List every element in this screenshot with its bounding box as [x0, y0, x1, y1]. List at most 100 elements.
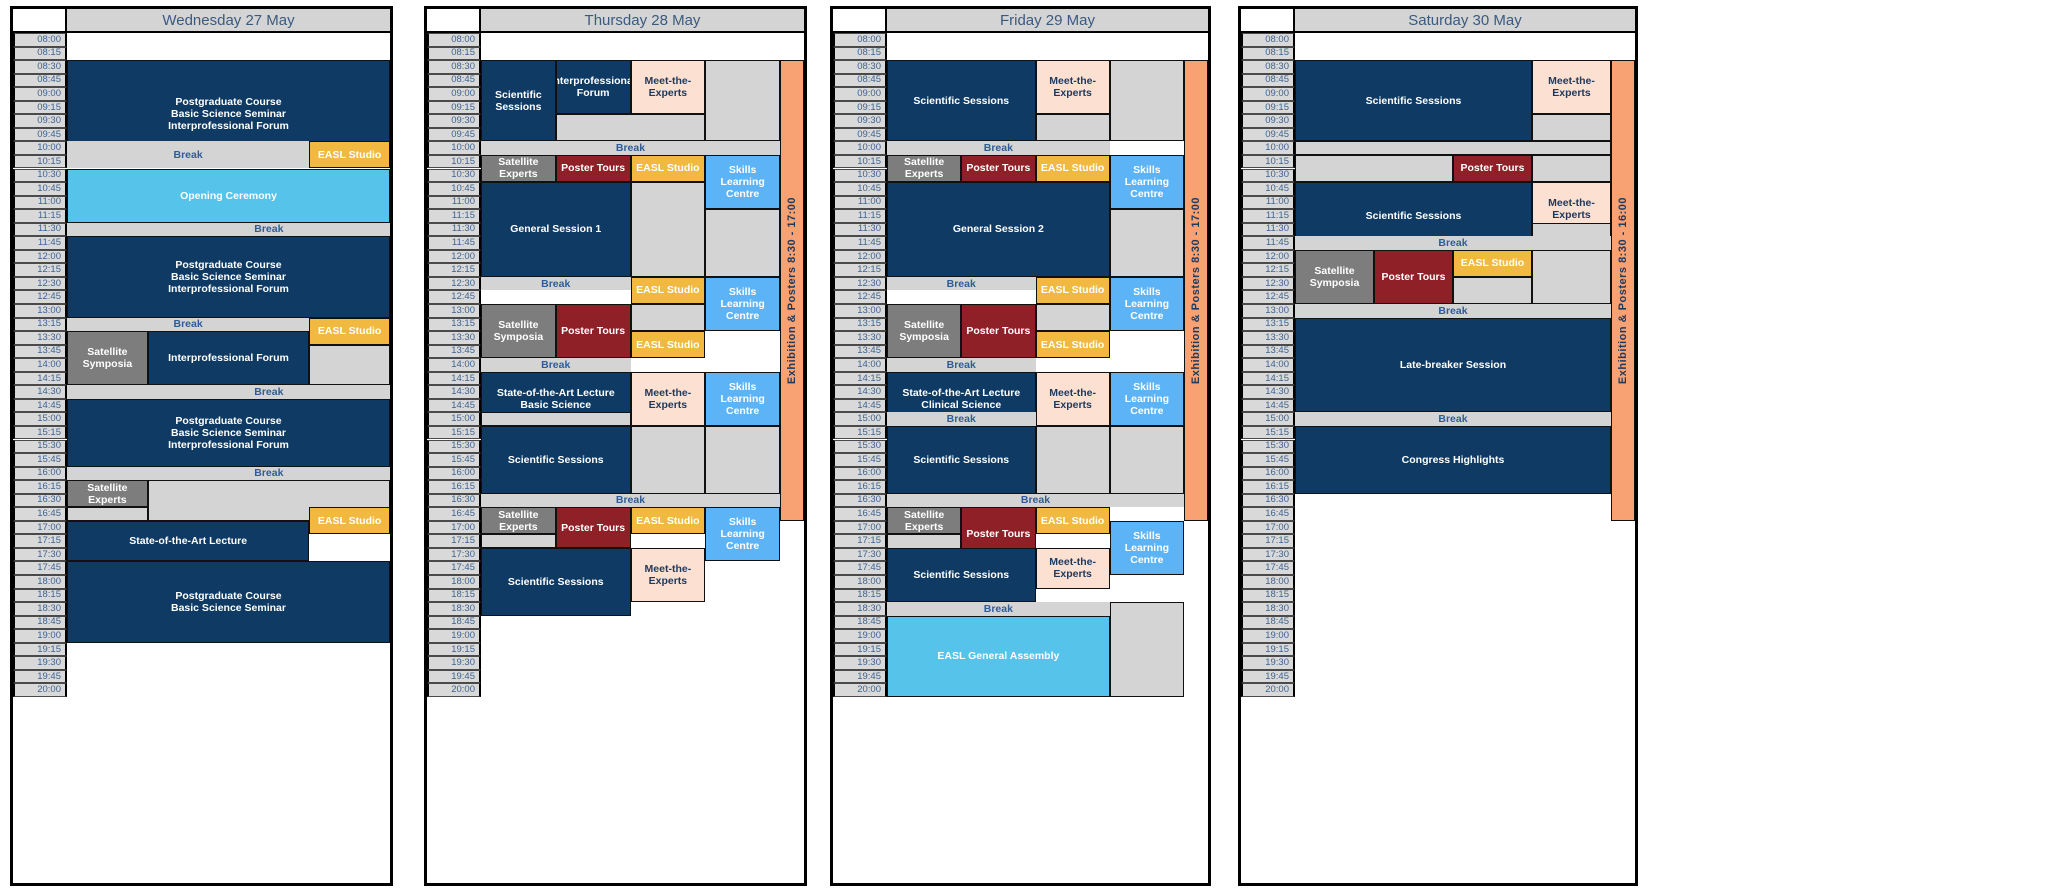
event-poster-tours[interactable]: Poster Tours: [1453, 154, 1532, 183]
event-scientific-sessions[interactable]: Scientific Sessions: [887, 60, 1036, 142]
exhibition-bar-friday[interactable]: Exhibition & Posters 8:30 - 17:00: [1184, 60, 1208, 521]
event-meet-the-experts[interactable]: Meet-the-Experts: [1035, 60, 1110, 115]
event-easl-studio[interactable]: EASL Studio: [1035, 331, 1110, 359]
event-break[interactable]: Break: [1295, 412, 1611, 426]
event-scientific-sessions[interactable]: Scientific Sessions: [887, 425, 1036, 494]
event-break[interactable]: Break: [481, 276, 631, 291]
event-meet-the-experts[interactable]: Meet-the-Experts: [630, 371, 706, 426]
time-label: 12:30: [13, 276, 67, 291]
event-easl-general-assembly[interactable]: EASL General Assembly: [887, 615, 1110, 697]
event-late-breaker-session[interactable]: Late-breaker Session: [1295, 317, 1611, 413]
event-break[interactable]: Break: [67, 222, 390, 237]
event-easl-studio[interactable]: EASL Studio: [630, 154, 706, 183]
time-label: 17:00: [1241, 520, 1295, 535]
event-easl-studio[interactable]: EASL Studio: [630, 276, 706, 304]
event-satellite-experts[interactable]: Satellite Experts: [887, 507, 962, 535]
event-skills-learning-centre[interactable]: Skills Learning Centre: [1109, 154, 1184, 210]
time-label: 09:15: [427, 100, 481, 115]
event-break[interactable]: Break: [481, 141, 780, 155]
event-easl-studio[interactable]: EASL Studio: [1035, 154, 1110, 183]
time-label: 17:45: [833, 561, 887, 575]
event-easl-studio[interactable]: EASL Studio: [1453, 249, 1532, 277]
event-satellite-symposia[interactable]: Satellite Symposia: [481, 304, 556, 359]
time-label: 13:15: [427, 317, 481, 332]
event-interprofessional-forum[interactable]: Interprofessional Forum: [147, 331, 310, 386]
event-break[interactable]: Break: [481, 493, 780, 508]
event-satellite-symposia[interactable]: Satellite Symposia: [887, 304, 962, 359]
exhibition-bar-saturday[interactable]: Exhibition & Posters 8:30 - 16:00: [1611, 60, 1635, 521]
event-break[interactable]: Break: [887, 276, 1036, 291]
event-meet-the-experts[interactable]: Meet-the-Experts: [1035, 371, 1110, 426]
time-label: 08:30: [1241, 60, 1295, 74]
event-break[interactable]: Break: [67, 141, 310, 169]
event-empty: [1532, 154, 1611, 183]
event-poster-tours[interactable]: Poster Tours: [555, 304, 631, 359]
event-satellite-experts[interactable]: Satellite Experts: [67, 480, 148, 508]
event-poster-tours[interactable]: Poster Tours: [555, 507, 631, 548]
event-opening-ceremony[interactable]: Opening Ceremony: [67, 168, 390, 223]
event-scientific-sessions[interactable]: Scientific Sessions: [481, 547, 631, 616]
event-easl-studio[interactable]: EASL Studio: [1035, 276, 1110, 304]
event-scientific-sessions[interactable]: Scientific Sessions: [887, 547, 1036, 603]
event-general-session-2[interactable]: General Session 2: [887, 182, 1110, 277]
event-congress-highlights[interactable]: Congress Highlights: [1295, 425, 1611, 494]
event-break[interactable]: Break: [67, 317, 310, 332]
event-satellite-experts[interactable]: Satellite Experts: [887, 154, 962, 183]
time-label: 13:45: [1241, 344, 1295, 359]
event-easl-studio[interactable]: EASL Studio: [309, 317, 390, 345]
time-label: 12:30: [1241, 276, 1295, 291]
event-easl-studio[interactable]: EASL Studio: [630, 331, 706, 359]
event-meet-the-experts[interactable]: Meet-the-Experts: [1532, 60, 1611, 115]
event-break[interactable]: Break: [1295, 236, 1611, 250]
event-break[interactable]: Break: [887, 141, 1110, 155]
time-label: 12:15: [427, 263, 481, 277]
event-poster-tours[interactable]: Poster Tours: [961, 154, 1036, 183]
event-empty: [67, 507, 148, 521]
event-break[interactable]: Break: [887, 358, 1036, 372]
event-break[interactable]: Break: [67, 385, 390, 399]
event-scientific-sessions[interactable]: Scientific Sessions: [481, 60, 556, 142]
event-skills-learning-centre[interactable]: Skills Learning Centre: [1109, 520, 1184, 575]
event-skills-learning-centre[interactable]: Skills Learning Centre: [705, 154, 780, 210]
event-satellite-experts[interactable]: Satellite Experts: [481, 507, 556, 535]
event-easl-studio[interactable]: EASL Studio: [309, 507, 390, 535]
event-easl-studio[interactable]: EASL Studio: [1035, 507, 1110, 535]
event-scientific-sessions[interactable]: Scientific Sessions: [481, 425, 631, 494]
event-general-session-1[interactable]: General Session 1: [481, 182, 631, 277]
event-interprofessional-forum[interactable]: Interprofessional Forum: [555, 60, 631, 115]
event-break[interactable]: Break: [887, 493, 1184, 508]
event-break[interactable]: Break: [887, 412, 1036, 426]
event-easl-studio[interactable]: EASL Studio: [309, 141, 390, 169]
event-skills-learning-centre[interactable]: Skills Learning Centre: [705, 507, 780, 562]
exhibition-bar-thursday[interactable]: Exhibition & Posters 8:30 - 17:00: [780, 60, 804, 521]
time-label: 12:30: [427, 276, 481, 291]
event-meet-the-experts[interactable]: Meet-the-Experts: [630, 60, 706, 115]
time-label: 12:45: [1241, 290, 1295, 304]
event-break[interactable]: Break: [887, 602, 1110, 616]
event-skills-learning-centre[interactable]: Skills Learning Centre: [1109, 276, 1184, 332]
event-break[interactable]: Break: [67, 466, 390, 481]
event-meet-the-experts[interactable]: Meet-the-Experts: [1035, 547, 1110, 589]
event-satellite-experts[interactable]: Satellite Experts: [481, 154, 556, 183]
event-skills-learning-centre[interactable]: Skills Learning Centre: [705, 276, 780, 332]
event-poster-tours[interactable]: Poster Tours: [961, 304, 1036, 359]
event-scientific-sessions[interactable]: Scientific Sessions: [1295, 60, 1532, 142]
event-easl-studio[interactable]: EASL Studio: [630, 507, 706, 535]
time-label: 11:45: [1241, 236, 1295, 250]
event-skills-learning-centre[interactable]: Skills Learning Centre: [705, 371, 780, 426]
event-break[interactable]: Break: [481, 358, 631, 372]
event-skills-learning-centre[interactable]: Skills Learning Centre: [1109, 371, 1184, 426]
event-satellite-symposia[interactable]: Satellite Symposia: [67, 331, 148, 386]
event-satellite-symposia[interactable]: Satellite Symposia: [1295, 249, 1374, 304]
event-state-of-the-art-lecture[interactable]: State-of-the-Art Lecture: [67, 520, 310, 562]
time-label: 19:45: [427, 669, 481, 684]
time-label: 09:15: [833, 100, 887, 115]
event-break[interactable]: Break: [1295, 304, 1611, 318]
event-poster-tours[interactable]: Poster Tours: [1374, 249, 1453, 304]
event-meet-the-experts[interactable]: Meet-the-Experts: [630, 547, 706, 603]
event-poster-tours[interactable]: Poster Tours: [555, 154, 631, 183]
